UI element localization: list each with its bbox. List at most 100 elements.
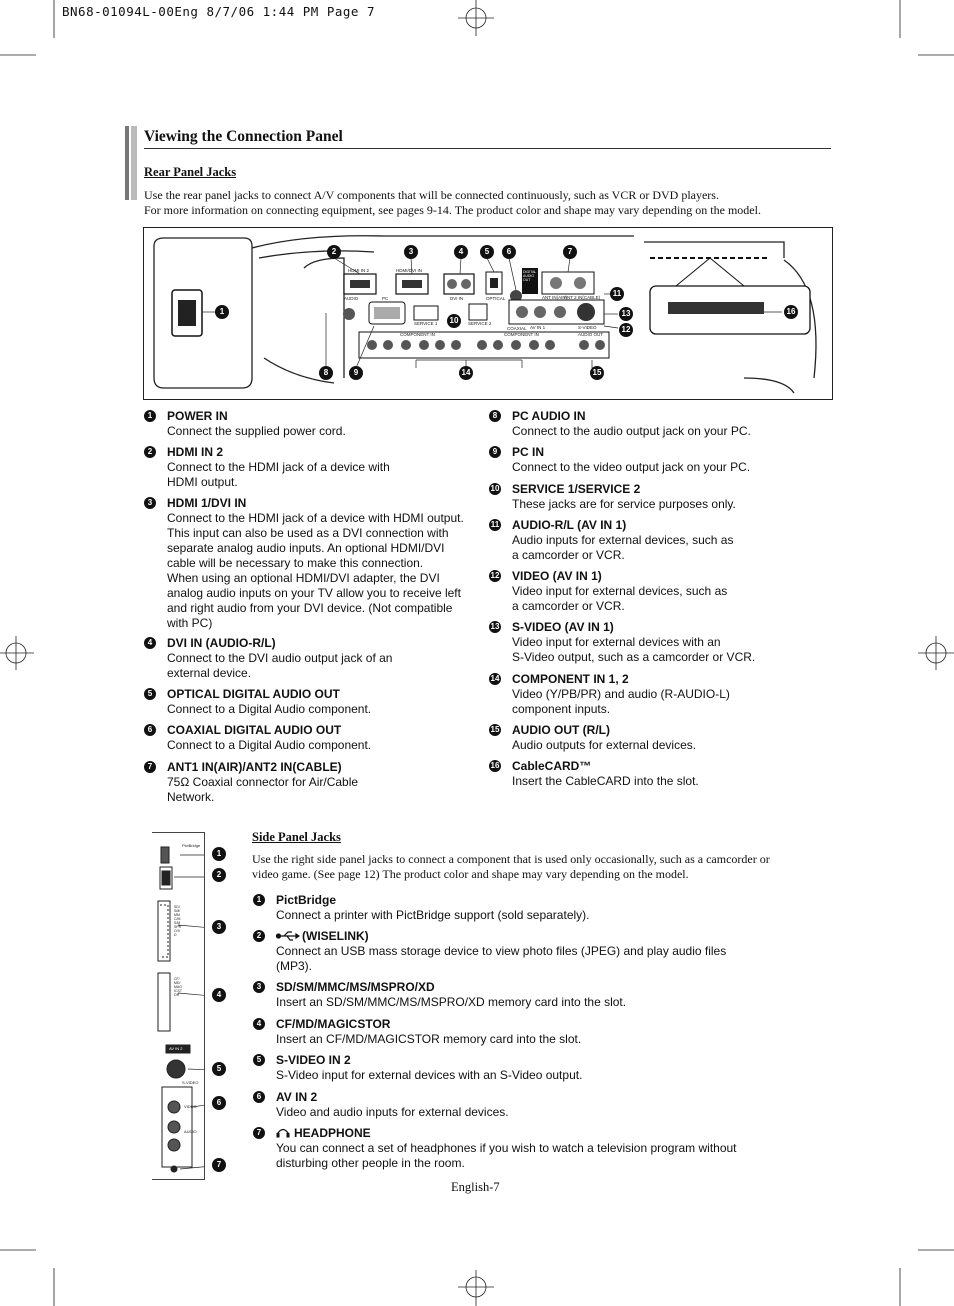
panel-label-coaxial: COAXIAL (507, 326, 527, 331)
side-label-pictbridge: PictBridge (182, 843, 201, 848)
headphone-icon (276, 1128, 290, 1138)
item-number: 14 (489, 673, 501, 685)
side-intro-line: video game. (See page 12) The product co… (252, 867, 689, 881)
rear-item-hdmi1-dvi: 3 HDMI 1/DVI IN Connect to the HDMI jack… (144, 496, 464, 631)
side-panel-drawing (157, 846, 204, 1173)
item-title: S-VIDEO IN 2 (276, 1053, 351, 1067)
panel-label-optical: OPTICAL (486, 296, 506, 301)
item-title: HDMI IN 2 (167, 445, 224, 459)
item-title: OPTICAL DIGITAL AUDIO OUT (167, 687, 340, 701)
callout-5: 5 (480, 245, 494, 259)
rear-item-service: 10 SERVICE 1/SERVICE 2 These jacks are f… (489, 482, 736, 512)
rear-panel-illustration: HDMI IN 2 HDMI/DVI IN AUDIO PC DVI IN OP… (143, 227, 833, 400)
item-number: 11 (489, 519, 501, 531)
side-item-headphone: 7 HEADPHONE You can connect a set of hea… (253, 1126, 737, 1171)
side-callout-5: 5 (212, 1062, 226, 1076)
rear-panel-drawing (153, 235, 817, 394)
item-title-row: HEADPHONE (276, 1126, 737, 1141)
panel-label-svideo: S-VIDEO (578, 325, 597, 330)
item-title: PC AUDIO IN (512, 409, 586, 423)
rear-item-antenna: 7 ANT1 IN(AIR)/ANT2 IN(CABLE) 75Ω Coaxia… (144, 760, 358, 805)
item-number: 7 (144, 761, 156, 773)
item-desc: Connect a printer with PictBridge suppor… (276, 908, 590, 922)
callout-4: 4 (454, 245, 468, 259)
item-number: 7 (253, 1127, 265, 1139)
side-callout-1: 1 (212, 847, 226, 861)
callout-2: 2 (327, 245, 341, 259)
side-item-cf: 4 CF/MD/MAGICSTOR Insert an CF/MD/MAGICS… (253, 1017, 581, 1047)
callout-7: 7 (563, 245, 577, 259)
rear-item-audio-rl: 11 AUDIO-R/L (AV IN 1) Audio inputs for … (489, 518, 733, 563)
side-callout-7: 7 (212, 1158, 226, 1172)
item-desc: Video and audio inputs for external devi… (276, 1105, 509, 1119)
panel-label-audio: AUDIO (344, 296, 359, 301)
side-callout-6: 6 (212, 1096, 226, 1110)
item-title: POWER IN (167, 409, 228, 423)
item-number: 12 (489, 570, 501, 582)
item-number: 13 (489, 621, 501, 633)
item-title: VIDEO (AV IN 1) (512, 569, 602, 583)
rear-item-pc-in: 9 PC IN Connect to the video output jack… (489, 445, 750, 475)
item-title: AUDIO OUT (R/L) (512, 723, 610, 737)
power-socket-inner (178, 300, 196, 326)
item-desc: Connect to the DVI audio output jack of … (167, 651, 393, 680)
panel-label-av-in: AV IN 1 (530, 325, 546, 330)
rear-subtitle: Rear Panel Jacks (144, 165, 237, 179)
item-title-row: (WISELINK) (275, 929, 726, 944)
item-desc: Insert an CF/MD/MAGICSTOR memory card in… (276, 1032, 582, 1046)
item-desc: Connect an USB mass storage device to vi… (276, 944, 727, 973)
callout-13: 13 (619, 307, 633, 321)
section-bar-light (131, 126, 137, 200)
rear-item-optical: 5 OPTICAL DIGITAL AUDIO OUT Connect to a… (144, 687, 371, 717)
rear-intro-line: For more information on connecting equip… (144, 203, 761, 217)
item-number: 6 (253, 1091, 265, 1103)
rear-intro: Use the rear panel jacks to connect A/V … (144, 188, 834, 218)
item-number: 9 (489, 446, 501, 458)
callout-8: 8 (319, 366, 333, 380)
page-number: English-7 (451, 1180, 500, 1194)
antenna-jacks (541, 271, 595, 295)
item-number: 8 (489, 410, 501, 422)
item-number: 4 (144, 637, 156, 649)
side-intro: Use the right side panel jacks to connec… (252, 852, 832, 882)
item-title: AV IN 2 (276, 1090, 318, 1104)
item-number: 2 (144, 446, 156, 458)
panel-label-component-2: COMPONENT IN (504, 332, 539, 337)
digital-audio-out-label (522, 268, 538, 294)
panel-label-antenna: ANT IN(AIR) (542, 295, 568, 300)
pc-audio-jack (343, 308, 355, 320)
side-label-audio: AUDIO (184, 1129, 197, 1134)
rear-item-component: 14 COMPONENT IN 1, 2 Video (Y/PB/PR) and… (489, 672, 730, 717)
item-number: 3 (253, 981, 265, 993)
side-item-sd: 3 SD/SM/MMC/MS/MSPRO/XD Insert an SD/SM/… (253, 980, 626, 1010)
side-callout-4: 4 (212, 988, 226, 1002)
item-number: 10 (489, 483, 501, 495)
panel-label-service1: SERVICE 1 (414, 321, 438, 326)
item-title: (WISELINK) (302, 929, 369, 943)
side-intro-line: Use the right side panel jacks to connec… (252, 852, 770, 866)
dvi-audio-jacks (443, 273, 475, 295)
side-label-sd: SD/SM/MMC/MS/MSPRO/XD (174, 905, 182, 937)
callout-15: 15 (590, 366, 604, 380)
rear-item-pc-audio: 8 PC AUDIO IN Connect to the audio outpu… (489, 409, 751, 439)
side-callout-2: 2 (212, 868, 226, 882)
rear-item-svideo: 13 S-VIDEO (AV IN 1) Video input for ext… (489, 620, 755, 665)
item-desc: Connect to a Digital Audio component. (167, 738, 372, 752)
item-number: 6 (144, 724, 156, 736)
side-panel-illustration: PictBridge SD/SM/MMC/MS/MSPRO/XD CF/MD/M… (152, 832, 205, 1180)
callout-6: 6 (502, 245, 516, 259)
item-number: 5 (144, 688, 156, 700)
side-item-wiselink: 2 (WISELINK) Connect an USB mass storage… (253, 929, 726, 974)
item-title: DVI IN (AUDIO-R/L) (167, 636, 276, 650)
side-item-pictbridge: 1 PictBridge Connect a printer with Pict… (253, 893, 589, 923)
item-desc: These jacks are for service purposes onl… (512, 497, 736, 511)
side-subtitle: Side Panel Jacks (252, 830, 341, 844)
item-title: COAXIAL DIGITAL AUDIO OUT (167, 723, 342, 737)
rear-item-cablecard: 16 CableCARD™ Insert the CableCARD into … (489, 759, 699, 789)
side-label-av-in2: AV IN 2 (169, 1046, 183, 1051)
item-title: SD/SM/MMC/MS/MSPRO/XD (276, 980, 435, 994)
item-number: 1 (253, 894, 265, 906)
side-callout-3: 3 (212, 920, 226, 934)
item-title: HEADPHONE (294, 1126, 371, 1140)
panel-label-hdmi1: HDMI/DVI IN (396, 268, 423, 273)
